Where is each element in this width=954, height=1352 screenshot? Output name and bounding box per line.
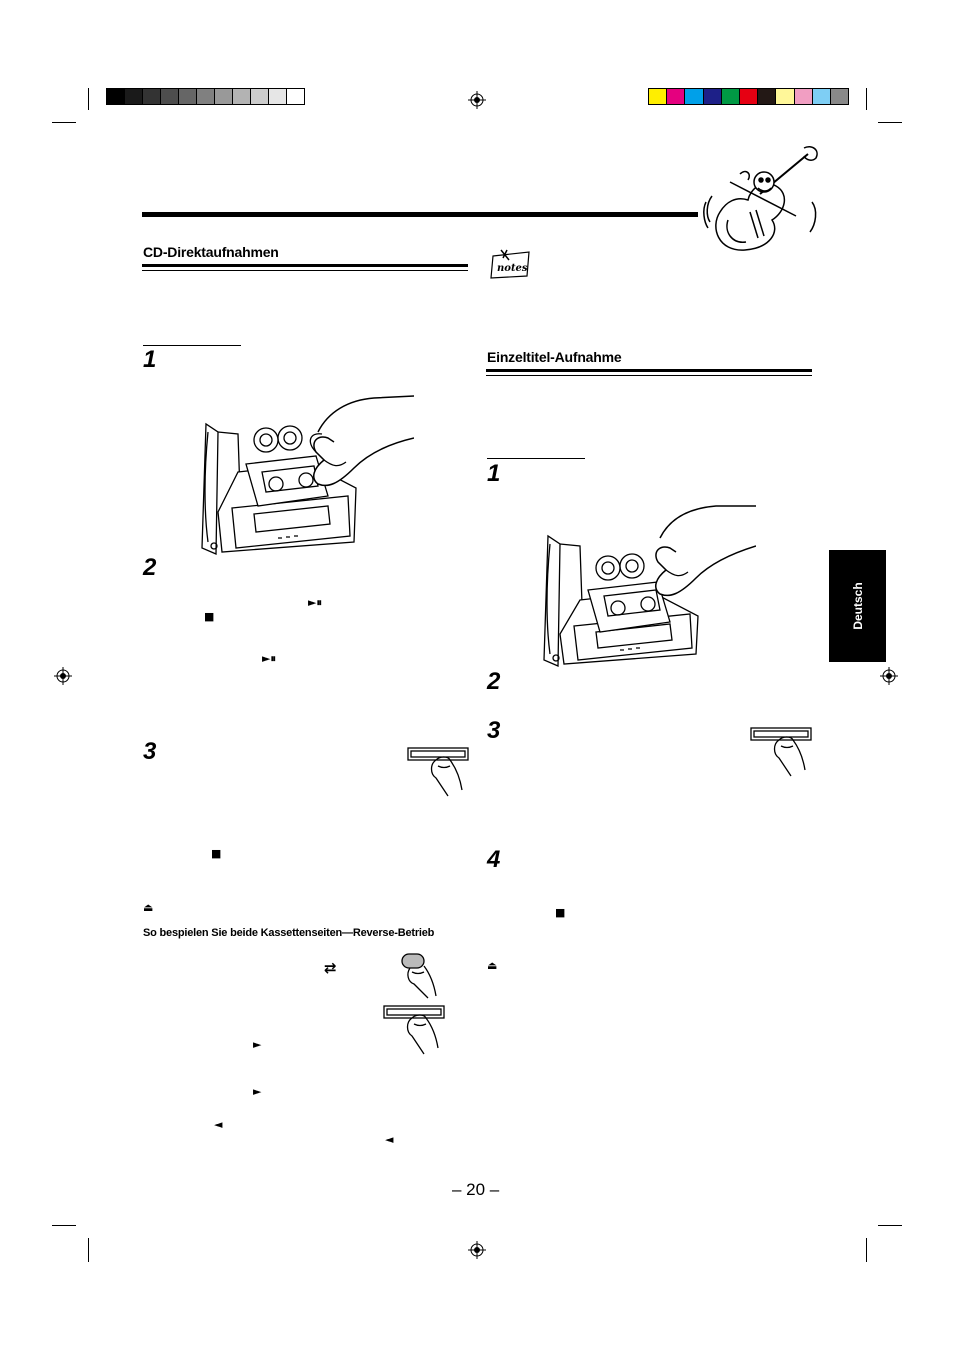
record-button-press-icon-right xyxy=(750,727,812,777)
play-pause-symbol-2: ►⏸ xyxy=(262,652,276,665)
section-heading-rule-right xyxy=(486,369,812,376)
forward-symbol-1: ► xyxy=(253,1038,262,1051)
registration-mark-top-icon xyxy=(468,91,486,109)
crop-mark-top-left-h xyxy=(52,122,76,123)
step-number-right-3: 3 xyxy=(487,717,501,744)
step-number-right-4: 4 xyxy=(487,846,501,873)
reverse-mode-subheading: So bespielen Sie beide Kassettenseiten—R… xyxy=(143,927,435,939)
step-number-1: 1 xyxy=(143,346,157,373)
page-number: – 20 – xyxy=(452,1180,500,1199)
step-number-2: 2 xyxy=(143,554,157,581)
calibration-swatch xyxy=(739,88,759,105)
forward-symbol-2: ► xyxy=(253,1085,262,1098)
notes-label: notes xyxy=(497,263,528,274)
reverse-symbol-1: ◄ xyxy=(214,1118,223,1131)
registration-mark-right-icon xyxy=(880,667,898,685)
calibration-swatch xyxy=(720,88,740,105)
play-pause-symbol-1: ►⏸ xyxy=(308,596,322,609)
stop-symbol-right: ■ xyxy=(555,906,566,919)
calibration-swatch xyxy=(142,88,161,105)
step-number-right-2: 2 xyxy=(487,668,501,695)
cassette-insert-illustration-right xyxy=(543,505,756,667)
section-heading-cd-direct: CD-Direktaufnahmen xyxy=(143,244,279,260)
calibration-swatch xyxy=(702,88,722,105)
calibration-swatch xyxy=(286,88,305,105)
crop-mark-bottom-right-v xyxy=(866,1238,867,1262)
language-tab-label: Deutsch xyxy=(850,582,865,630)
crop-mark-top-right-h xyxy=(878,122,902,123)
calibration-swatch xyxy=(178,88,197,105)
record-button-press-icon-2 xyxy=(383,1005,445,1055)
crop-mark-bottom-left-h xyxy=(52,1225,76,1226)
step-rule xyxy=(143,345,241,346)
calibration-swatch xyxy=(106,88,125,105)
reverse-mode-symbol: ⇄ xyxy=(324,959,337,977)
header-rule xyxy=(142,212,698,217)
registration-mark-bottom-icon xyxy=(468,1241,486,1259)
calibration-swatch xyxy=(757,88,777,105)
crop-mark-bottom-right-h xyxy=(878,1225,902,1226)
violin-mascot-icon xyxy=(703,146,818,251)
calibration-swatch xyxy=(811,88,831,105)
calibration-swatch xyxy=(232,88,251,105)
reverse-symbol-2: ◄ xyxy=(385,1133,394,1146)
calibration-swatch xyxy=(684,88,704,105)
calibration-swatch xyxy=(160,88,179,105)
calibration-swatch xyxy=(775,88,795,105)
crop-mark-top-left-v xyxy=(88,88,89,110)
eject-symbol-1: ⏏ xyxy=(143,901,154,914)
section-heading-single-track: Einzeltitel-Aufnahme xyxy=(487,349,622,365)
stop-symbol-1: ■ xyxy=(204,610,215,623)
step-number-right-1: 1 xyxy=(487,460,501,487)
calibration-swatch xyxy=(830,88,850,105)
reverse-mode-button-press-icon xyxy=(401,953,437,999)
registration-mark-left-icon xyxy=(54,667,72,685)
calibration-swatch xyxy=(648,88,668,105)
grayscale-bar xyxy=(106,0,306,120)
step-rule-right xyxy=(487,458,585,459)
calibration-swatch xyxy=(268,88,287,105)
crop-mark-bottom-left-v xyxy=(88,1238,89,1262)
color-bar xyxy=(648,0,850,120)
stop-symbol-2: ■ xyxy=(211,847,222,860)
calibration-swatch xyxy=(196,88,215,105)
crop-mark-top-right-v xyxy=(866,88,867,110)
calibration-swatch xyxy=(793,88,813,105)
section-heading-rule xyxy=(142,264,468,271)
calibration-swatch xyxy=(124,88,143,105)
calibration-swatch xyxy=(214,88,233,105)
notes-icon: notes xyxy=(490,249,530,279)
language-tab: Deutsch xyxy=(829,550,886,662)
step-number-3: 3 xyxy=(143,738,157,765)
calibration-swatch xyxy=(666,88,686,105)
eject-symbol-right: ⏏ xyxy=(487,959,498,972)
calibration-swatch xyxy=(250,88,269,105)
record-button-press-icon xyxy=(407,747,469,797)
cassette-insert-illustration xyxy=(201,395,414,555)
